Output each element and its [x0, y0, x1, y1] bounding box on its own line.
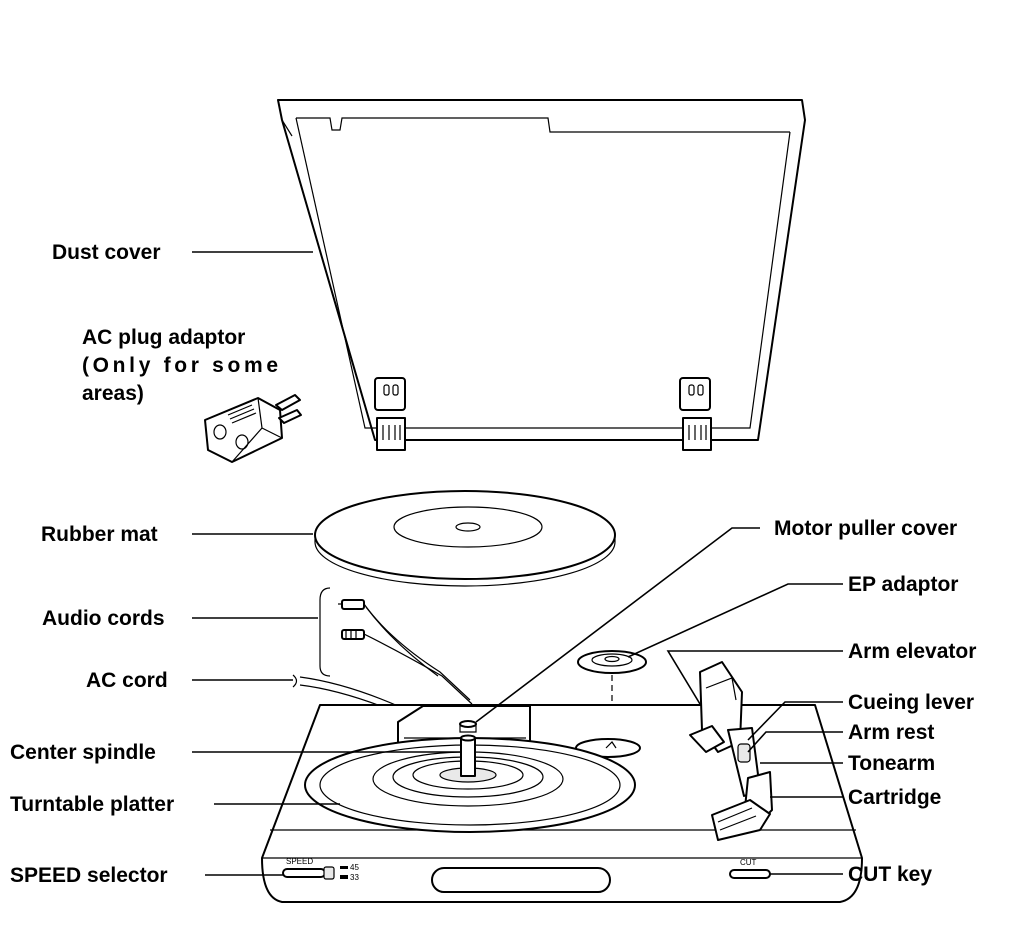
label-motor-puller-cover: Motor puller cover: [774, 517, 957, 540]
label-ac-cord: AC cord: [86, 669, 168, 692]
label-cueing-lever: Cueing lever: [848, 691, 974, 714]
label-ac-plug-adaptor-line3: areas): [82, 382, 144, 405]
label-arm-elevator: Arm elevator: [848, 640, 976, 663]
label-ep-adaptor: EP adaptor: [848, 573, 958, 596]
speed-45-label: 45: [350, 863, 359, 872]
label-rubber-mat: Rubber mat: [41, 523, 158, 546]
label-speed-selector: SPEED selector: [10, 864, 168, 887]
tonearm-assembly: [689, 661, 773, 841]
label-center-spindle: Center spindle: [10, 741, 156, 764]
label-audio-cords: Audio cords: [42, 607, 165, 630]
audio-cords-illustration: [319, 587, 473, 705]
leader-lines: [192, 251, 843, 876]
dust-cover: [277, 99, 806, 451]
speed-panel-label: SPEED: [286, 857, 313, 866]
label-cartridge: Cartridge: [848, 786, 941, 809]
label-ac-plug-adaptor-line2: (Only for some: [82, 354, 278, 377]
rubber-mat: [314, 490, 616, 587]
cut-panel-label: CUT: [740, 858, 757, 867]
label-arm-rest: Arm rest: [848, 721, 934, 744]
label-ac-plug-adaptor-line1: AC plug adaptor: [82, 326, 245, 349]
label-tonearm: Tonearm: [848, 752, 935, 775]
speed-33-label: 33: [350, 873, 359, 882]
label-turntable-platter: Turntable platter: [10, 793, 174, 816]
label-cut-key: CUT key: [848, 863, 932, 886]
ac-plug-adaptor: [204, 394, 302, 463]
turntable-platter: [304, 720, 636, 833]
label-dust-cover: Dust cover: [52, 241, 161, 264]
